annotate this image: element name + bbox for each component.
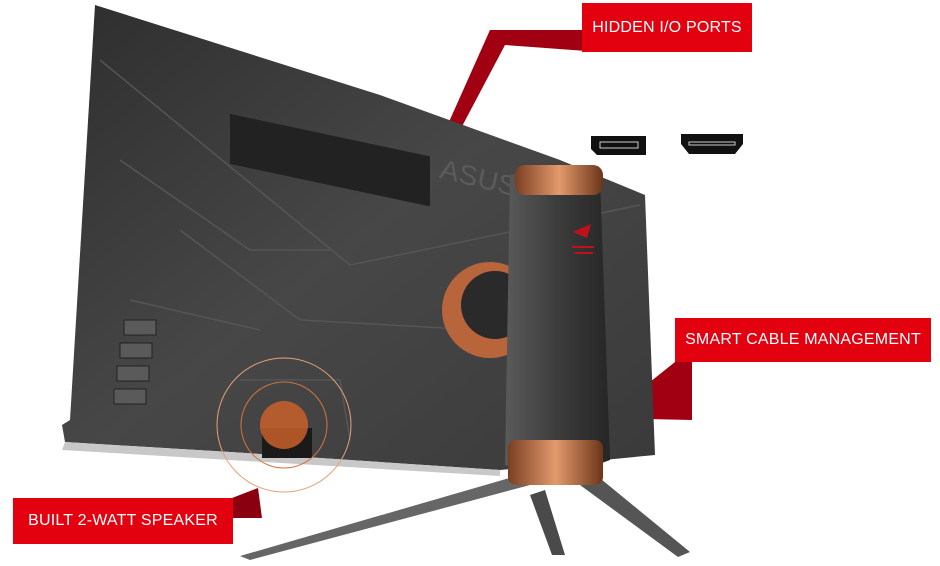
displayport-icon <box>591 136 646 155</box>
control-buttons <box>113 319 157 405</box>
cable-management-callout: SMART CABLE MANAGEMENT <box>675 318 931 362</box>
stand-leg-right <box>580 470 690 557</box>
monitor-bottom-edge <box>62 442 500 476</box>
stand-leg-back <box>530 490 565 555</box>
stand-column <box>505 168 610 472</box>
panel-lines <box>99 59 641 441</box>
hdmi-icon <box>681 134 743 154</box>
speaker-callout-pointer <box>232 488 262 518</box>
speaker-highlight <box>216 357 352 493</box>
vent-grille <box>230 113 430 207</box>
rog-logo <box>572 224 594 254</box>
io-callout-pointer <box>365 30 600 310</box>
copper-bottom-ring <box>508 440 603 485</box>
io-ports-callout: HIDDEN I/O PORTS <box>582 3 752 52</box>
stand-leg-left <box>240 475 530 560</box>
copper-top-ring <box>515 165 603 195</box>
speaker-callout: BUILT 2-WATT SPEAKER <box>13 498 233 544</box>
